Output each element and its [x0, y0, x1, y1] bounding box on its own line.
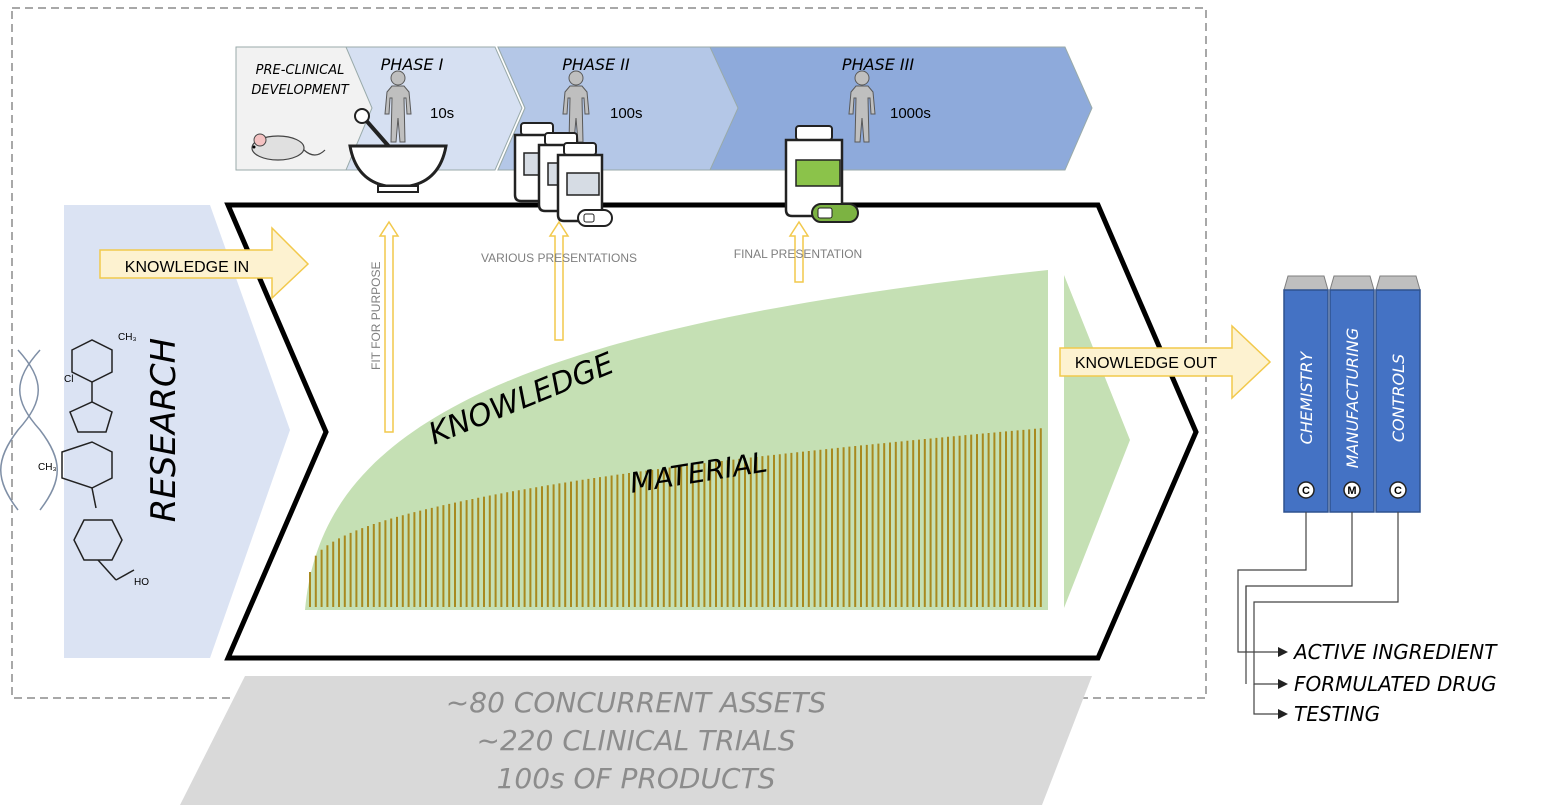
- various-presentations-label: VARIOUS PRESENTATIONS: [481, 251, 637, 265]
- molecule-cl-label: Cl: [64, 374, 73, 385]
- cmc-connectors: [1237, 512, 1399, 715]
- research-label: RESEARCH: [144, 338, 184, 522]
- footer-line-1: ~80 CONCURRENT ASSETS: [446, 686, 826, 719]
- various-presentations-arrow: [548, 220, 570, 341]
- knowledge-out-label: KNOWLEDGE OUT: [1075, 355, 1217, 372]
- controls-badge: C: [1394, 485, 1402, 497]
- knowledge-in-label: KNOWLEDGE IN: [125, 259, 249, 276]
- cmc-column-manufacturing: MANUFACTURING M: [1329, 275, 1375, 513]
- molecule-oh-label: HO: [134, 577, 149, 588]
- phase-2-count: 100s: [610, 105, 643, 122]
- final-presentation-label: FINAL PRESENTATION: [734, 247, 862, 261]
- phase-3-label: PHASE III: [842, 55, 914, 74]
- footer-line-2: ~220 CLINICAL TRIALS: [477, 724, 796, 757]
- dna-helix-icon: [0, 349, 58, 511]
- preclinical-label-1: PRE-CLINICAL: [256, 63, 345, 78]
- chemistry-label: CHEMISTRY: [1297, 350, 1316, 444]
- cmc-column-controls: CONTROLS C: [1375, 275, 1421, 513]
- chemistry-badge: C: [1302, 485, 1310, 497]
- preclinical-label-2: DEVELOPMENT: [251, 83, 349, 98]
- phase-2-label: PHASE II: [562, 55, 630, 74]
- mouse-icon: [251, 133, 326, 161]
- cmc-column-chemistry: CHEMISTRY C: [1283, 275, 1329, 513]
- final-bottle-icon: [784, 125, 844, 218]
- footer-banner: [180, 676, 1092, 805]
- manufacturing-label: MANUFACTURING: [1343, 328, 1362, 469]
- research-chevron: [64, 205, 290, 658]
- phase-1-label: PHASE I: [381, 55, 444, 74]
- fit-for-purpose-label: FIT FOR PURPOSE: [369, 262, 383, 370]
- manufacturing-badge: M: [1347, 485, 1356, 497]
- final-presentation-arrow: [788, 220, 810, 283]
- green-capsule-icon: [811, 203, 859, 223]
- output-testing: TESTING: [1294, 702, 1380, 726]
- molecule-ch3-label: CH₃: [38, 462, 57, 473]
- controls-label: CONTROLS: [1389, 354, 1408, 442]
- material-bars: [309, 428, 1042, 607]
- output-formulated-drug: FORMULATED DRUG: [1294, 672, 1496, 696]
- phase-1-count: 10s: [430, 105, 454, 122]
- knowledge-in-arrow: [99, 226, 310, 300]
- molecule-ch3-label: CH₃: [118, 332, 137, 343]
- knowledge-out-arrow: [1059, 324, 1272, 400]
- output-active-ingredient: ACTIVE INGREDIENT: [1292, 640, 1498, 664]
- footer-line-3: 100s OF PRODUCTS: [497, 762, 776, 795]
- output-arrowheads: [1278, 647, 1288, 719]
- phase-3-count: 1000s: [890, 105, 931, 122]
- capsule-icon: [577, 209, 613, 227]
- fit-for-purpose-arrow: [378, 220, 400, 433]
- mortar-pestle-icon: [348, 108, 448, 193]
- molecule-structure-icon: [61, 339, 135, 581]
